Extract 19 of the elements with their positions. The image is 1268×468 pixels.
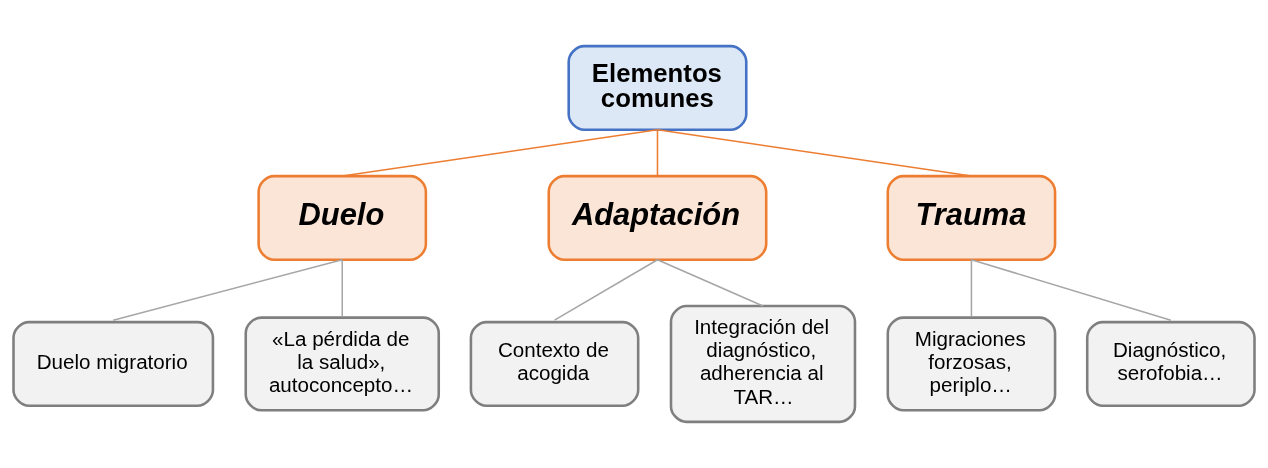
node-box: Contexto de acogida [469,320,640,408]
node-box: Trauma [886,174,1057,261]
node-box: «La pérdida de la salud», autoconcepto… [244,316,441,412]
node-box: Integración del diagnóstico, adherencia al TAR… [669,304,857,424]
connector [656,129,973,177]
node-box: Adaptación [547,174,768,261]
node-box: Duelo migratorio [12,320,215,408]
connector [341,258,343,318]
node-box: Duelo [257,174,428,261]
connector [970,258,973,318]
node-box: Migraciones forzosas, periplo… [886,316,1057,412]
connector [553,258,659,321]
connector [656,129,659,177]
node-box: Diagnóstico, serofobia… [1085,320,1256,408]
connector [656,258,764,307]
connector [112,258,343,321]
connector [341,129,659,177]
node-box: Elementos comunes [567,44,748,132]
connector [970,258,1172,321]
